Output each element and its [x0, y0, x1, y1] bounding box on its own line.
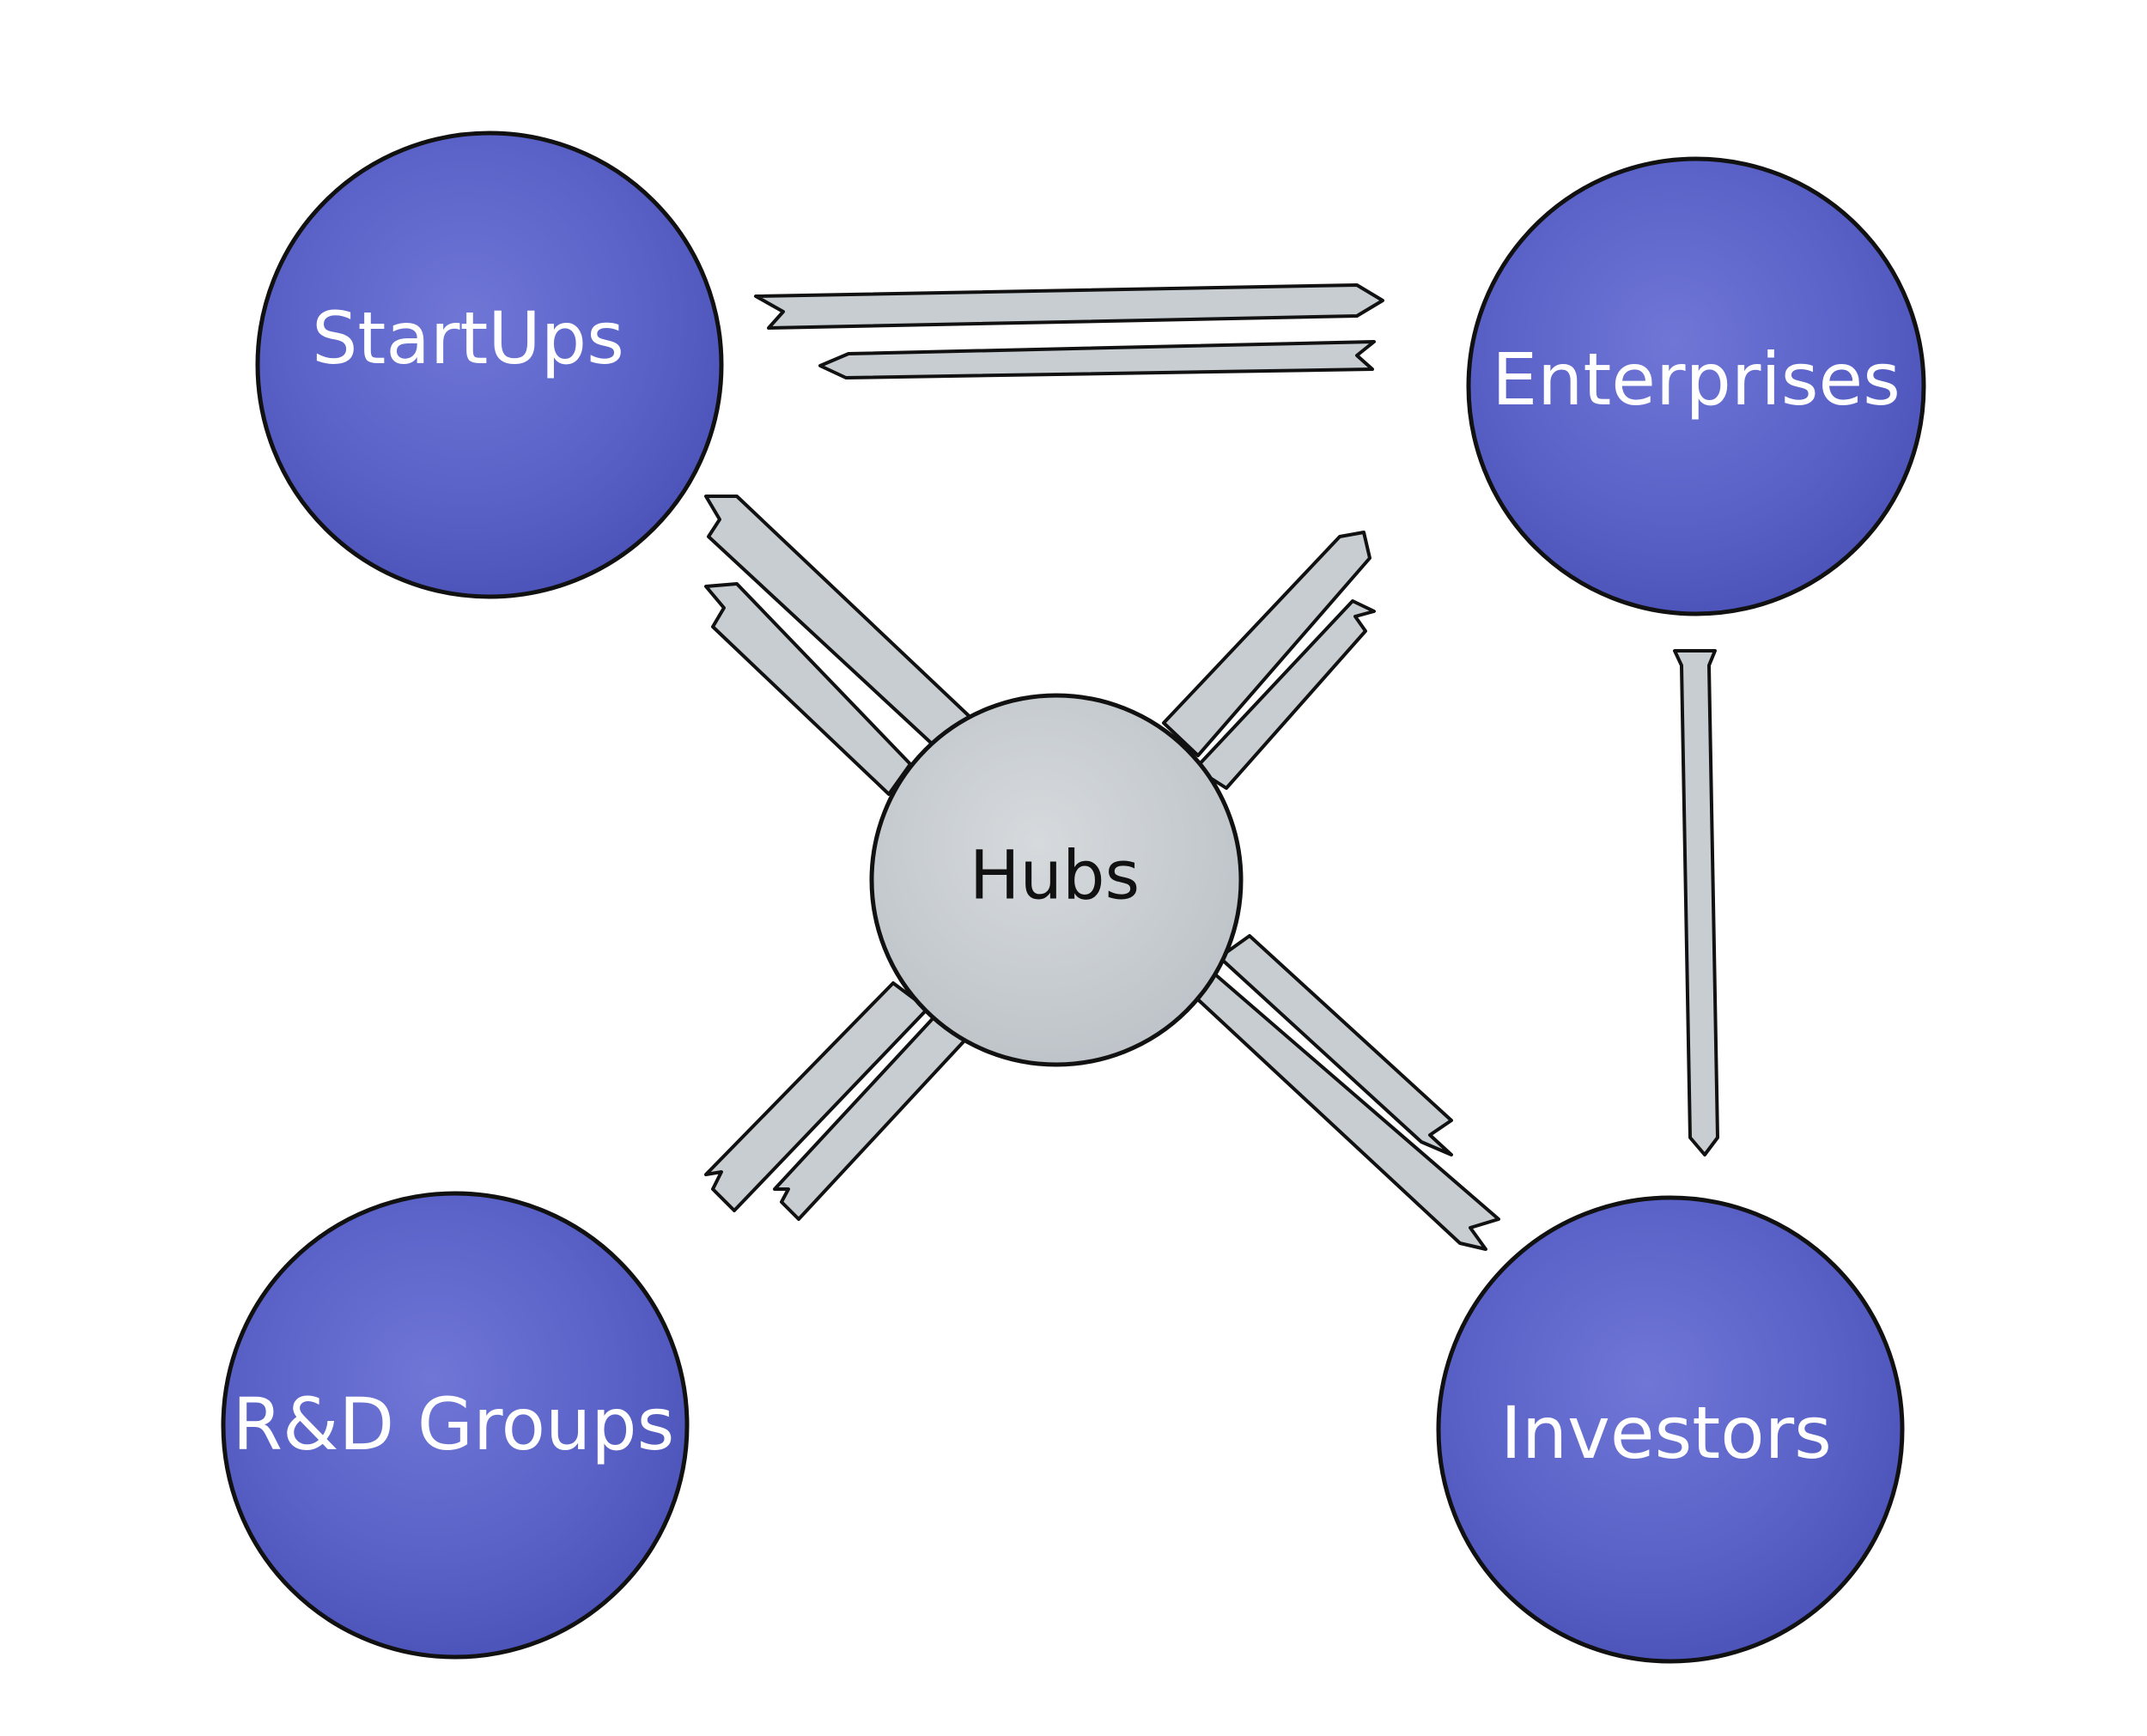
arrow-enterprises-to-startups: [818, 340, 1376, 379]
node-investors-label: Investors: [1500, 1391, 1832, 1475]
node-hubs: Hubs: [869, 693, 1244, 1067]
arrow-hub-investors-lower: [1188, 973, 1500, 1251]
node-startups-label: StartUps: [312, 296, 624, 380]
arrow-hub-enterprises-lower: [1194, 599, 1376, 790]
arrows-startups-enterprises: [754, 283, 1384, 379]
node-rd-groups-label: R&D Groups: [233, 1382, 675, 1466]
arrows-hub-diagonal-1: [704, 495, 1500, 1251]
arrow-hub-enterprises-upper: [1162, 531, 1372, 757]
node-investors: Investors: [1436, 1195, 1905, 1664]
arrow-enterprises-to-investors: [1673, 649, 1719, 1156]
node-investors-circle: [1436, 1195, 1905, 1664]
node-enterprises-label: Enterprises: [1492, 337, 1901, 422]
node-enterprises: Enterprises: [1466, 156, 1926, 616]
node-hubs-label: Hubs: [970, 837, 1140, 914]
arrows-hub-diagonal-2: [704, 531, 1376, 1221]
arrow-hub-investors-upper: [1218, 934, 1453, 1156]
node-rd-groups-circle: [221, 1191, 690, 1660]
node-startups-circle: [255, 131, 724, 599]
node-startups: StartUps: [255, 131, 724, 599]
node-enterprises-circle: [1466, 156, 1926, 616]
node-hubs-circle: [869, 693, 1244, 1067]
node-rd-groups: R&D Groups: [221, 1191, 690, 1660]
arrow-startups-to-enterprises: [754, 283, 1384, 330]
arrow-startups-hub-lower: [704, 582, 912, 796]
